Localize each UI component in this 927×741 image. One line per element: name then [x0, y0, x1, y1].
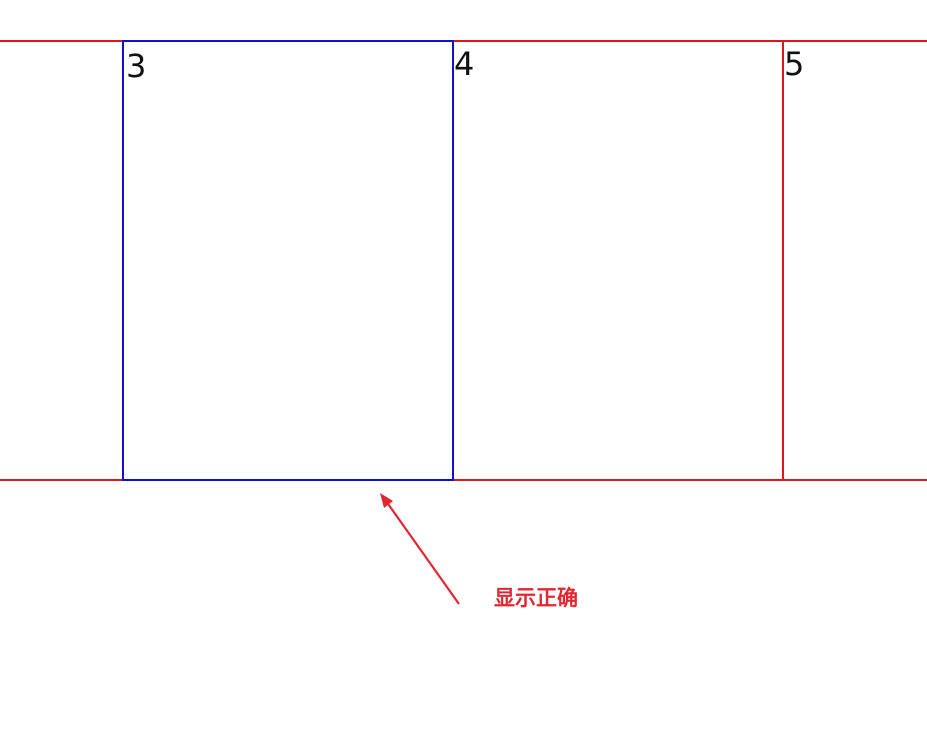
- slide-cell-selected[interactable]: 3: [122, 40, 454, 481]
- arrow-icon: [380, 493, 460, 605]
- slide-cell[interactable]: 5: [784, 40, 927, 481]
- strip-top-border: [0, 40, 927, 42]
- carousel-strip: 3 4 5: [0, 40, 927, 481]
- annotation-label: 显示正确: [494, 586, 578, 610]
- strip-bottom-border: [0, 479, 927, 481]
- cell-divider: [782, 40, 784, 481]
- slide-number-label: 4: [454, 45, 475, 83]
- slide-number-label: 3: [126, 47, 147, 85]
- slide-number-label: 5: [784, 45, 805, 83]
- slide-cell[interactable]: 4: [454, 40, 783, 481]
